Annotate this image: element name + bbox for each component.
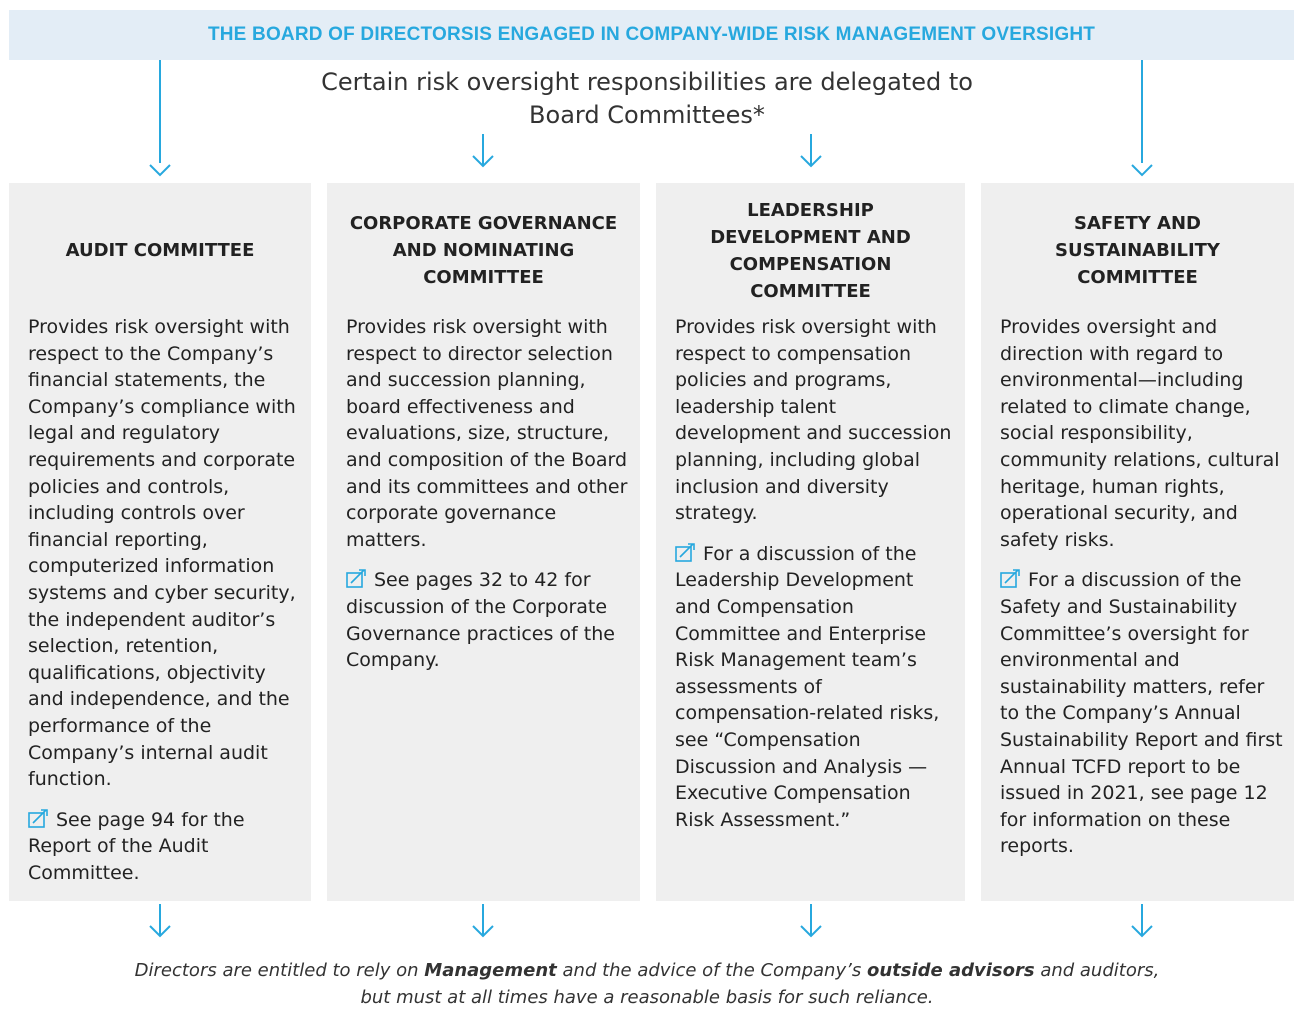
external-reference-icon <box>675 542 695 562</box>
committee-reference: See page 94 for the Report of the Audit … <box>28 808 245 884</box>
committee-card-audit: AUDIT COMMITTEE Provides risk oversight … <box>9 183 311 901</box>
down-arrow-icon <box>472 134 494 168</box>
committee-card-leadership: LEADERSHIP DEVELOPMENT AND COMPENSATION … <box>656 183 965 901</box>
banner-text-before: THE <box>207 24 247 45</box>
committee-reference: See pages 32 to 42 for discussion of the… <box>346 569 615 672</box>
committee-description: Provides risk oversight with respect to … <box>675 316 952 525</box>
committee-card-governance: CORPORATE GOVERNANCE AND NOMINATING COMM… <box>327 183 640 901</box>
banner-text-after: IS ENGAGED IN COMPANY-WIDE RISK MANAGEME… <box>473 24 1096 45</box>
committee-description: Provides risk oversight with respect to … <box>28 316 296 791</box>
committee-reference: For a discussion of the Safety and Susta… <box>1000 569 1283 858</box>
down-arrow-icon <box>472 904 494 938</box>
footnote-bold-management: Management <box>424 960 557 981</box>
committee-card-safety: SAFETY AND SUSTAINABILITY COMMITTEE Prov… <box>981 183 1294 901</box>
down-arrow-icon <box>1131 164 1153 177</box>
committee-title: SAFETY AND SUSTAINABILITY COMMITTEE <box>1055 213 1220 288</box>
delegation-subtitle: Certain risk oversight responsibilities … <box>321 68 973 129</box>
connector-line-left <box>159 60 161 163</box>
external-reference-icon <box>1000 569 1020 589</box>
down-arrow-icon <box>800 904 822 938</box>
external-reference-icon <box>28 808 48 828</box>
footnote-line-2: but must at all times have a reasonable … <box>360 987 934 1008</box>
footnote-line-1: Directors are entitled to rely on Manage… <box>60 957 1234 984</box>
footnote-bold-advisors: outside advisors <box>866 960 1035 981</box>
committee-reference: For a discussion of the Leadership Devel… <box>675 542 940 831</box>
footnote-text: and auditors, <box>1034 960 1160 981</box>
down-arrow-icon <box>149 904 171 938</box>
committee-title: AUDIT COMMITTEE <box>65 240 255 261</box>
connector-line-right <box>1141 60 1143 163</box>
reliance-footnote: Directors are entitled to rely on Manage… <box>60 957 1234 1011</box>
down-arrow-icon <box>1131 904 1153 938</box>
committee-description: Provides risk oversight with respect to … <box>346 316 628 551</box>
committee-title: LEADERSHIP DEVELOPMENT AND COMPENSATION … <box>710 200 911 302</box>
footnote-text: Directors are entitled to rely on <box>134 960 425 981</box>
committee-title: CORPORATE GOVERNANCE AND NOMINATING COMM… <box>349 213 618 288</box>
down-arrow-icon <box>800 134 822 168</box>
committee-description: Provides oversight and direction with re… <box>1000 316 1280 551</box>
banner-highlight: BOARD OF DIRECTORS <box>252 24 474 45</box>
footnote-text: and the advice of the Company’s <box>556 960 867 981</box>
board-banner: THE BOARD OF DIRECTORS IS ENGAGED IN COM… <box>9 10 1294 60</box>
down-arrow-icon <box>149 164 171 177</box>
external-reference-icon <box>346 569 366 589</box>
